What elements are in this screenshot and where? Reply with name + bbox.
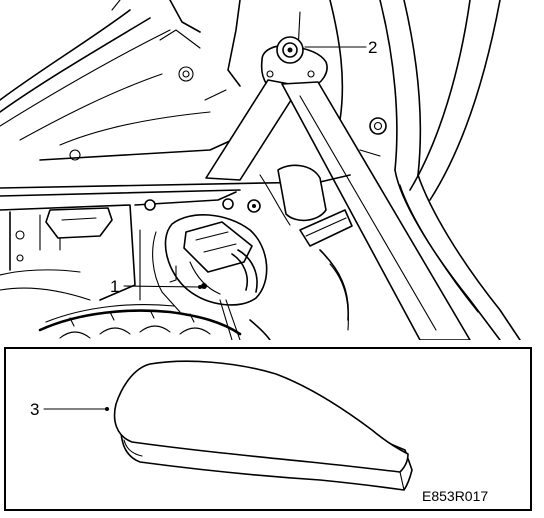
callout-1: 1: [110, 277, 202, 296]
belt-guide: [277, 164, 353, 331]
callout-3-label: 3: [30, 400, 39, 419]
figure-code: E853R017: [422, 488, 488, 504]
main-view: 2 1: [0, 0, 521, 340]
belt-reel: [152, 214, 268, 313]
cable-bundle: [38, 299, 271, 340]
callout-3: 3: [30, 400, 109, 419]
trim-cover: [113, 360, 413, 491]
callout-2: 2: [304, 38, 377, 57]
inset-view: 3 E853R017: [4, 347, 532, 511]
callout-1-label: 1: [110, 277, 119, 296]
callout-2-label: 2: [368, 38, 377, 57]
body-panel-upper-left: [0, 0, 241, 161]
belt-webbing: [205, 79, 471, 340]
